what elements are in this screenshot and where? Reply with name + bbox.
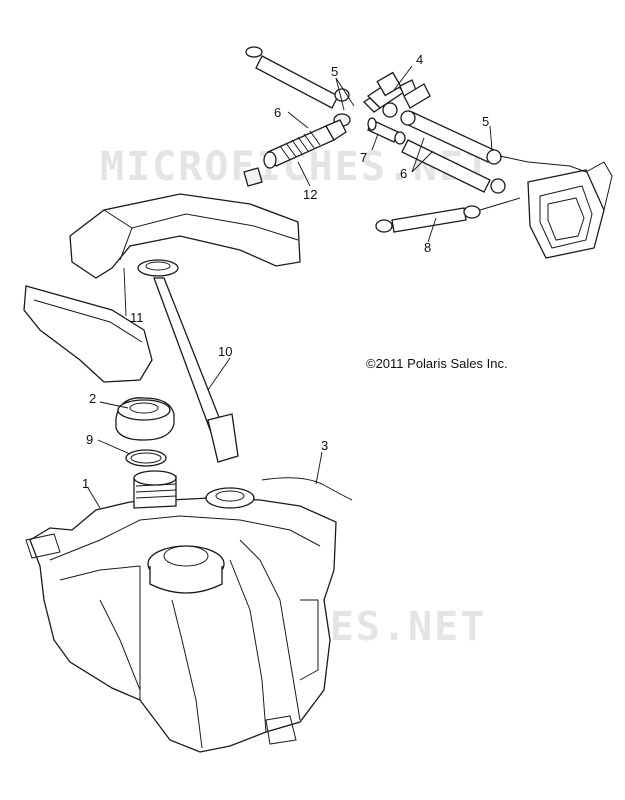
fuel-cap: [115, 397, 175, 441]
callout-12: 12: [303, 187, 317, 202]
callout-4: 4: [416, 52, 423, 67]
hose-long-right: [400, 110, 502, 165]
check-valve: [367, 117, 406, 145]
leader-lines: [87, 65, 493, 509]
callout-5-top: 5: [331, 64, 338, 79]
callout-2: 2: [89, 391, 96, 406]
callout-6-right: 6: [400, 166, 407, 181]
hose-assembly: [243, 46, 613, 259]
callout-7: 7: [360, 150, 367, 165]
copyright-notice: ©2011 Polaris Sales Inc.: [366, 356, 508, 371]
fuel-sender: [137, 259, 239, 463]
callout-5-right: 5: [482, 114, 489, 129]
tank-strap: [23, 193, 301, 383]
callout-10: 10: [218, 344, 232, 359]
callout-11: 11: [130, 310, 144, 325]
callouts: 5 4 6 5 7 6 12 8 11 10 2 9 3 1: [82, 52, 489, 491]
corrugated-hose: [263, 119, 347, 169]
fuel-filter-housing: [499, 155, 613, 259]
clamp-lower-left: [243, 167, 263, 187]
hose-short-right: [382, 83, 431, 118]
callout-6-left: 6: [274, 105, 281, 120]
callout-9: 9: [86, 432, 93, 447]
fuel-tank: [25, 470, 337, 753]
vent-line: [261, 477, 353, 501]
callout-8: 8: [424, 240, 431, 255]
o-ring: [125, 449, 167, 467]
callout-1: 1: [82, 476, 89, 491]
fuel-fitting: [362, 71, 417, 113]
hose-bottom: [375, 197, 521, 233]
hose-middle-right: [401, 139, 506, 194]
callout-3: 3: [321, 438, 328, 453]
